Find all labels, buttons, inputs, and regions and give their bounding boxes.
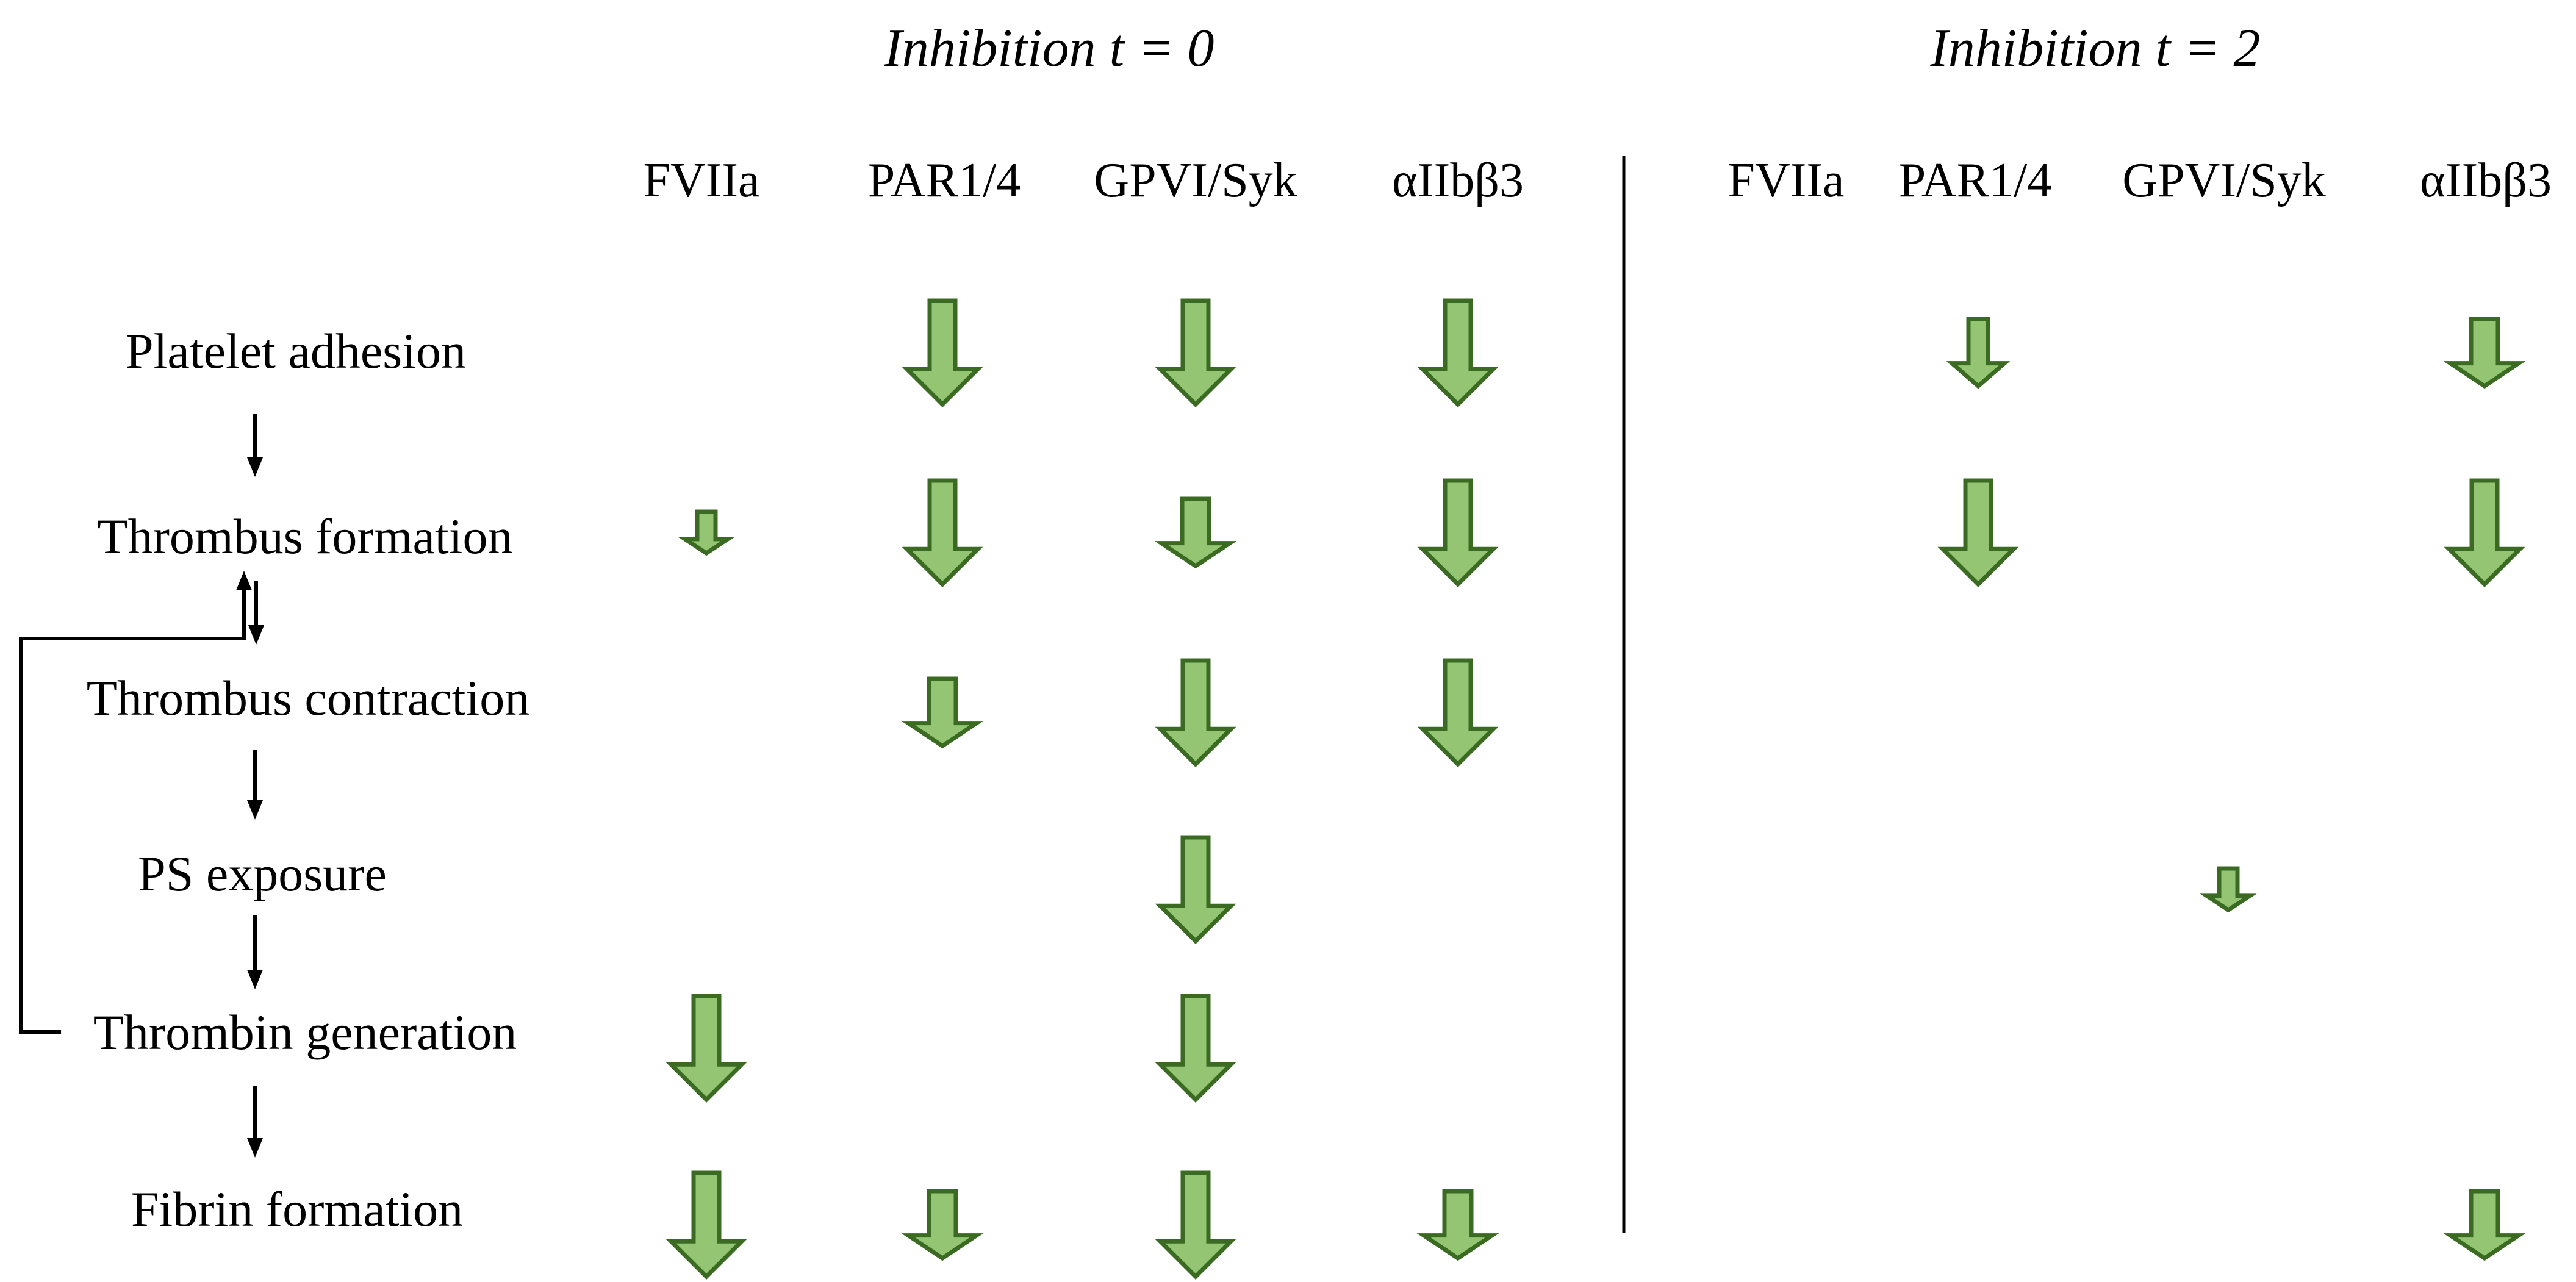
inhibition-arrow-t0-fibrin-formation-gpvi-syk [1155,1170,1236,1280]
flow-arrow-5 [247,1086,263,1158]
inhibition-arrow-t2-platelet-adhesion-aiib3 [2443,317,2526,389]
inhibition-arrow-t0-thrombin-generation-gpvi-syk [1155,994,1236,1103]
inhibition-arrow-t0-thrombus-formation-fviia [678,509,735,556]
flow-arrow-3 [247,750,263,820]
inhibition-arrow-t0-platelet-adhesion-par14 [902,298,983,407]
col-header-t2-par14: PAR1/4 [1899,154,2052,207]
col-header-t0-par14: PAR1/4 [868,154,1021,207]
inhibition-arrow-t2-thrombus-formation-aiib3 [2444,478,2525,587]
step-platelet-adhesion: Platelet adhesion [126,323,466,379]
inhibition-arrow-t0-thrombus-contraction-gpvi-syk [1155,658,1236,767]
inhibition-arrow-t2-ps-exposure-gpvi-syk [2200,866,2257,913]
inhibition-arrow-t0-fibrin-formation-par14 [901,1189,984,1261]
step-thrombin-generation: Thrombin generation [93,1004,517,1060]
inhibition-arrow-t0-platelet-adhesion-aiib3 [1417,298,1499,407]
col-header-t0-fviia: FVIIa [643,154,759,207]
inhibition-arrow-t2-thrombus-formation-par14 [1937,478,2019,587]
effect-arrows-layer [666,298,2526,1280]
inhibition-arrow-t0-fibrin-formation-aiib3 [1416,1189,1499,1261]
flow-arrow-2 [248,581,264,645]
step-ps-exposure: PS exposure [138,846,387,901]
inhibition-arrow-t0-thrombin-generation-fviia [666,994,747,1103]
inhibition-arrow-t0-platelet-adhesion-gpvi-syk [1155,298,1236,407]
step-thrombus-formation: Thrombus formation [98,509,513,564]
inhibition-arrow-t0-fibrin-formation-fviia [666,1170,747,1280]
step-fibrin-formation: Fibrin formation [131,1181,463,1237]
inhibition-arrow-t0-thrombus-formation-aiib3 [1417,478,1499,587]
inhibition-arrow-t0-ps-exposure-gpvi-syk [1155,835,1236,944]
title-t0: Inhibition t = 0 [884,19,1214,78]
inhibition-arrow-t0-thrombus-contraction-aiib3 [1417,658,1499,767]
inhibition-arrow-t2-fibrin-formation-aiib3 [2443,1189,2526,1261]
feedback-loop-arrow [19,571,252,1034]
inhibition-arrow-t0-thrombus-formation-par14 [902,478,983,587]
step-thrombus-contraction: Thrombus contraction [87,670,529,726]
inhibition-arrow-t2-platelet-adhesion-par14 [1946,317,2011,389]
flow-arrow-1 [247,414,263,477]
inhibition-arrow-t0-thrombus-contraction-par14 [901,676,984,749]
col-header-t0-aiib3: αIIbβ3 [1392,154,1524,207]
col-header-t2-gpvi-syk: GPVI/Syk [2122,154,2325,207]
flow-arrow-4 [247,915,263,989]
col-header-t0-gpvi-syk: GPVI/Syk [1094,154,1297,207]
inhibition-arrow-t0-thrombus-formation-gpvi-syk [1154,496,1237,569]
col-header-t2-fviia: FVIIa [1727,154,1844,207]
title-t2: Inhibition t = 2 [1930,19,2261,78]
col-header-t2-aiib3: αIIbβ3 [2420,154,2552,207]
